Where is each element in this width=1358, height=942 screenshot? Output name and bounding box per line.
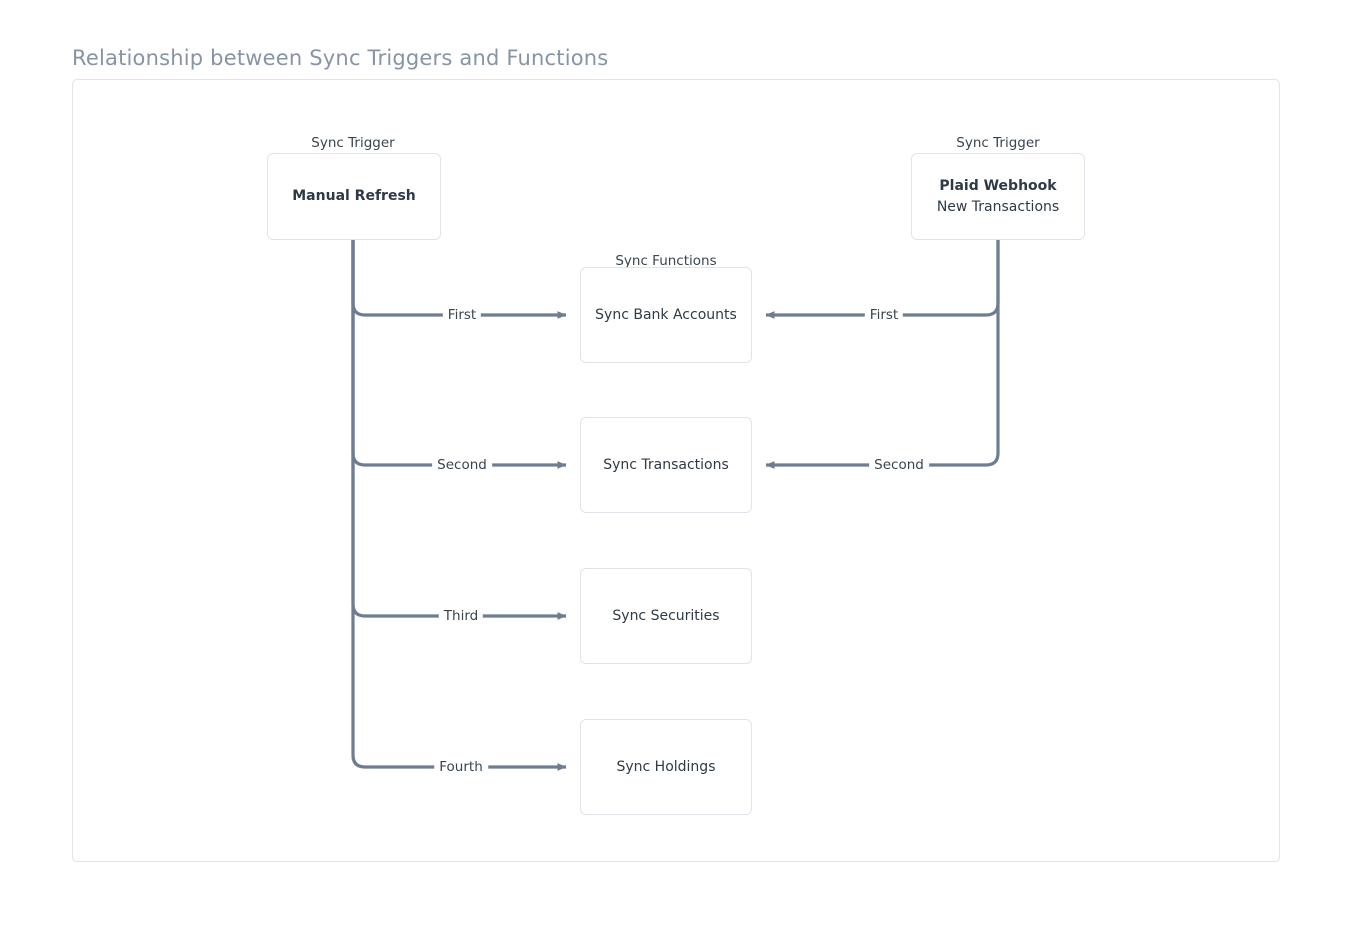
edge-label-manual-third: Third (438, 608, 484, 624)
node-sync-transactions-label: Sync Transactions (603, 456, 729, 473)
node-sync-bank-accounts-label: Sync Bank Accounts (595, 306, 737, 323)
node-plaid-webhook-subtitle: New Transactions (936, 198, 1060, 215)
node-sync-bank-accounts[interactable]: Sync Bank Accounts (580, 267, 752, 363)
node-manual-refresh-title: Manual Refresh (292, 188, 416, 205)
node-sync-securities-label: Sync Securities (612, 607, 720, 624)
edge-label-manual-fourth: Fourth (434, 759, 488, 775)
group-label-sync-trigger-left: Sync Trigger (311, 135, 395, 151)
node-sync-securities[interactable]: Sync Securities (580, 568, 752, 664)
edge-label-webhook-second: Second (869, 457, 929, 473)
node-plaid-webhook-title: Plaid Webhook (939, 178, 1057, 195)
edge-label-manual-first: First (442, 307, 482, 323)
edge-label-manual-second: Second (432, 457, 492, 473)
node-sync-holdings-label: Sync Holdings (616, 758, 716, 775)
edge-label-webhook-first: First (864, 307, 904, 323)
group-label-sync-trigger-right: Sync Trigger (956, 135, 1040, 151)
node-sync-transactions[interactable]: Sync Transactions (580, 417, 752, 513)
group-label-sync-functions: Sync Functions (615, 253, 717, 269)
page-title: Relationship between Sync Triggers and F… (72, 46, 609, 70)
node-manual-refresh[interactable]: Manual Refresh (267, 153, 441, 240)
node-sync-holdings[interactable]: Sync Holdings (580, 719, 752, 815)
node-plaid-webhook[interactable]: Plaid Webhook New Transactions (911, 153, 1085, 240)
